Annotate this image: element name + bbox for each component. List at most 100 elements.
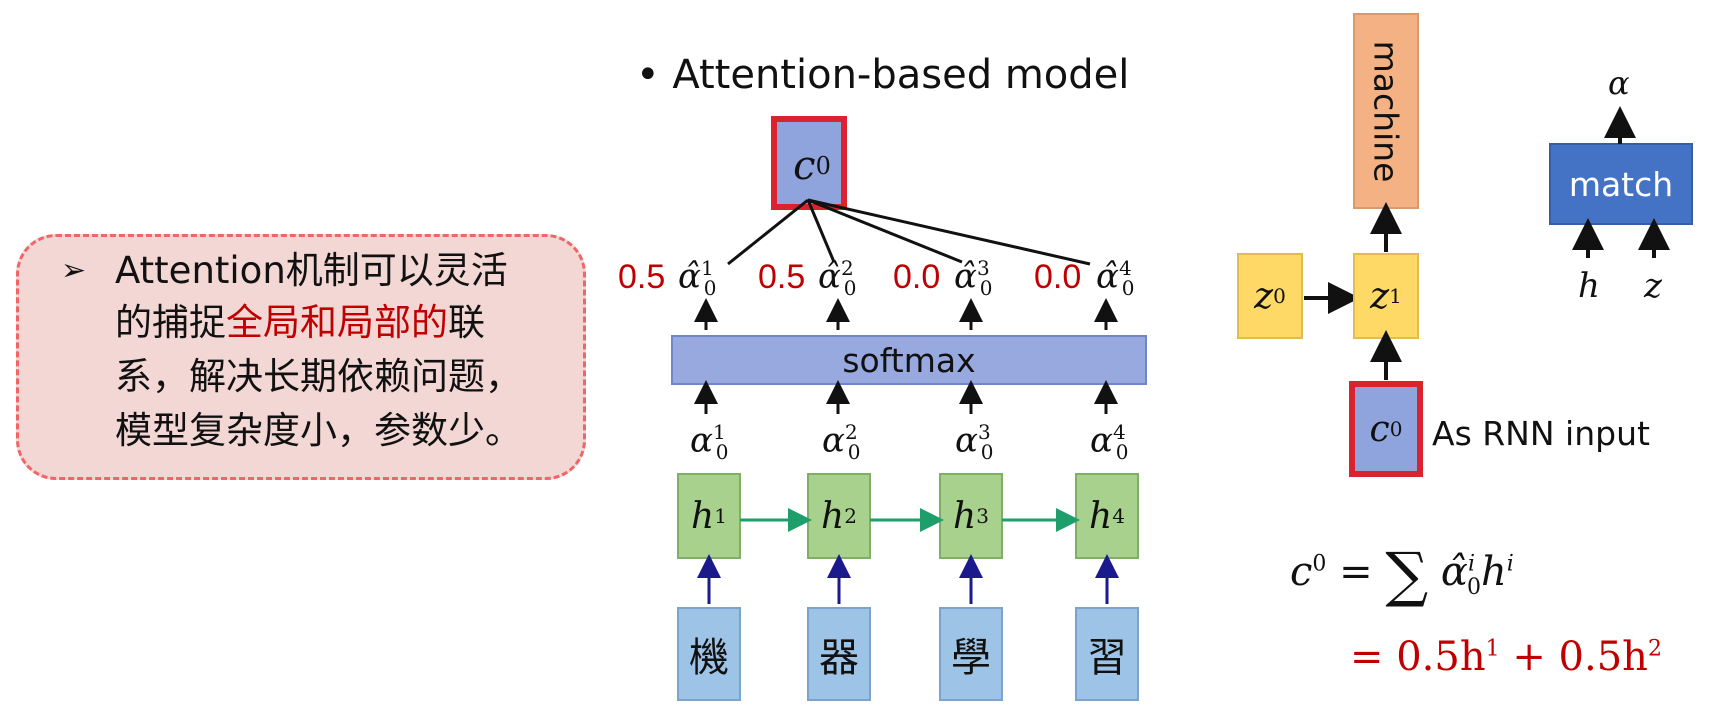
sum-icon: ∑ [1385,540,1429,610]
hat-alpha-1-sub: 0 [703,276,717,301]
formula-line-1: c0 = ∑ α̂i0hi [1290,540,1514,610]
hidden-box-4 [1075,473,1139,559]
formula-lhs: c [1290,549,1313,595]
hat-alpha-2-sub: 0 [843,276,857,301]
rnn-c0-symbol: c [1369,408,1390,450]
alpha-2-symbol: α [822,420,845,461]
hat-alpha-3-symbol: α̂ [954,256,977,297]
weight-1: 0.5 [618,258,666,296]
hidden-3-symbol: h [953,495,977,537]
input-box-4 [1075,607,1139,701]
hidden-2-symbol: h [821,495,845,537]
output-word: machine [1366,40,1406,182]
formula-lhs-sup: 0 [1312,551,1327,577]
hidden-box-3 [939,473,1003,559]
hat-alpha-4-symbol: α̂ [1096,256,1119,297]
alpha-3-sub: 0 [980,440,994,465]
hat-alpha-2-symbol: α̂ [818,256,841,297]
alpha-4: α40 [1090,420,1128,464]
weight-3: 0.0 [893,258,941,296]
input-char-1: 機 [689,635,729,681]
match-box [1549,143,1693,225]
formula-equals: = [1339,549,1373,595]
rnn-input-caption: As RNN input [1432,414,1650,453]
input-box-3 [939,607,1003,701]
title-text: Attention-based model [672,52,1130,98]
rnn-c0-sup: 0 [1389,417,1403,441]
weight-2: 0.5 [758,258,806,296]
callout-line-2-pre: 的捕捉 [115,301,226,344]
title-bullet: • [636,52,673,98]
input-box-1 [677,607,741,701]
context-symbol: c [793,143,816,189]
formula-line-2-sup1: 1 [1485,636,1500,662]
formula-line-2-sup2: 2 [1647,636,1662,662]
formula-h-sup: i [1506,551,1514,577]
callout-line-2-post: 联 [448,301,485,344]
rnn-input-c0-box [1349,381,1423,477]
alpha-4-sup: 4 [1112,420,1126,444]
input-box-2 [807,607,871,701]
hat-alpha-4: α̂40 [1096,256,1134,300]
hidden-1-sup: 1 [714,504,727,528]
hat-alpha-2: α̂20 [818,256,856,300]
z0-symbol: z [1254,275,1274,317]
hat-alpha-1: α̂10 [678,256,716,300]
hat-alpha-2-sup: 2 [840,256,854,280]
alpha-3-sup: 3 [977,420,991,444]
z1-box [1353,253,1419,339]
alpha-1: α10 [690,420,728,464]
summary-callout: ➢ Attention机制可以灵活 的捕捉全局和局部的联 系，解决长期依赖问题，… [16,234,586,480]
formula-line-2-part1: = 0.5h [1350,634,1486,680]
hidden-2-sup: 2 [844,504,857,528]
connection-line-2 [806,199,836,263]
match-label: match [1568,164,1674,204]
connection-line-3 [807,198,963,264]
hat-alpha-3-sub: 0 [979,276,993,301]
hidden-1-symbol: h [691,495,715,537]
match-h-label: h [1578,266,1600,306]
callout-line-4: 模型复杂度小，参数少。 [115,409,522,452]
formula-term-sub: 0 [1466,575,1481,600]
alpha-3-symbol: α [955,420,978,461]
alpha-2: α20 [822,420,860,464]
z1-sup: 1 [1389,284,1402,308]
alpha-1-sup: 1 [712,420,726,444]
formula-line-2-part2: + 0.5h [1499,634,1648,680]
hat-alpha-3-sup: 3 [976,256,990,280]
alpha-1-symbol: α [690,420,713,461]
formula-term: α̂ [1440,549,1468,595]
softmax-label: softmax [842,340,976,380]
input-char-3: 學 [951,635,991,681]
formula-line-2: = 0.5h1 + 0.5h2 [1350,634,1662,680]
input-char-4: 習 [1087,635,1127,681]
z0-sup: 0 [1273,284,1286,308]
formula-term-sup: i [1467,551,1475,577]
hidden-boxes [677,473,1139,559]
alpha-3: α30 [955,420,993,464]
hat-alpha-4-sub: 0 [1121,276,1135,301]
callout-line-2: 的捕捉全局和局部的联 [115,301,485,345]
connection-line-4 [807,198,1091,266]
match-alpha-label: α [1608,64,1630,102]
softmax-out-arrows [694,298,1118,330]
output-box [1353,13,1419,209]
hat-alpha-1-symbol: α̂ [678,256,701,297]
hidden-3-sup: 3 [976,504,989,528]
input-boxes [677,607,1139,701]
match-z-label: z [1644,266,1662,306]
alpha-1-sub: 0 [715,440,729,465]
context-connection-lines [727,198,1091,266]
alpha-4-symbol: α [1090,420,1113,461]
context-box [771,116,847,210]
hat-alpha-3: α̂30 [954,256,992,300]
hidden-4-symbol: h [1089,495,1113,537]
bullet-arrow-icon: ➢ [61,253,87,288]
